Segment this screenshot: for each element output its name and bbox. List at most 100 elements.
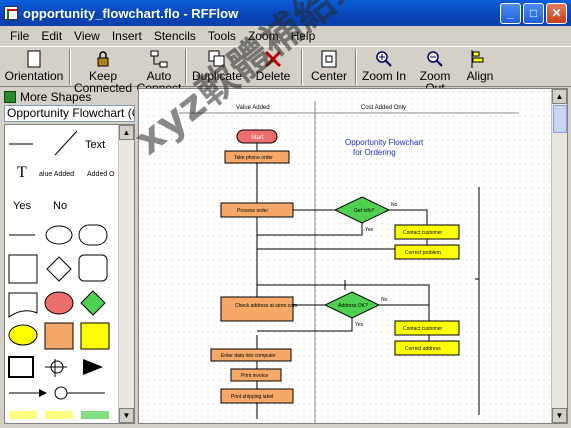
palette-node-shape <box>54 386 68 400</box>
palette-diagonal-shape <box>54 130 78 156</box>
menu-stencils[interactable]: Stencils <box>153 28 196 43</box>
orientation-button[interactable]: Orientation <box>0 47 68 86</box>
palette-rounded-shape <box>78 254 108 282</box>
menu-zoom[interactable]: Zoom <box>247 28 279 43</box>
palette-yes-label: Yes <box>13 200 31 212</box>
grid-background <box>139 89 551 423</box>
page-icon <box>25 50 43 68</box>
window-title: opportunity_flowchart.flo - RFFlow <box>23 5 239 21</box>
palette-value-label: alue Added <box>39 171 74 178</box>
palette-shapes: Text T alue Added Added O Yes No <box>8 130 115 419</box>
duplicate-button[interactable]: Duplicate <box>188 47 246 86</box>
auto-connect-button[interactable]: Auto Connect <box>134 47 184 94</box>
zoom-in-icon <box>375 50 393 68</box>
minimize-button[interactable]: _ <box>500 2 521 24</box>
menu-help[interactable]: Help <box>290 28 316 43</box>
yes-label: Yes <box>355 322 364 328</box>
address-yes-line <box>257 318 353 332</box>
more-shapes-button[interactable]: More Shapes <box>4 88 135 105</box>
toolbar: Orientation Keep Connected Auto Connect … <box>0 46 571 94</box>
palette-arrowhead-shape <box>39 389 47 397</box>
toolbar-separator <box>301 49 303 85</box>
chart-subheading: for Ordering <box>353 148 396 157</box>
scroll-down-icon[interactable]: ▼ <box>552 408 567 423</box>
menu-bar: File Edit View Insert Stencils Tools Zoo… <box>0 26 571 45</box>
contact-customer-label-2: Contact customer <box>403 326 443 332</box>
palette-green-bar-shape <box>81 411 109 419</box>
stencil-dropdown[interactable]: Opportunity Flowchart (Co <box>4 105 135 122</box>
align-button[interactable]: Align <box>460 47 500 86</box>
shape-palette: Text T alue Added Added O Yes No <box>4 124 135 424</box>
lock-icon <box>94 50 112 68</box>
zoom-out-button[interactable]: Zoom Out <box>410 47 460 94</box>
palette-terminator-shape <box>78 224 108 246</box>
toolbar-separator <box>185 49 187 85</box>
start-label: Start <box>251 135 264 141</box>
toolbar-separator <box>69 49 71 85</box>
take-phone-order-box <box>224 150 290 164</box>
menu-insert[interactable]: Insert <box>111 28 142 43</box>
lane-value-added: Value Added <box>236 105 270 111</box>
correct-address-label: Correct address <box>405 346 441 352</box>
print-label-label: Print shipping label <box>231 394 273 400</box>
menu-file[interactable]: File <box>10 28 30 43</box>
close-button[interactable]: ✕ <box>546 2 567 24</box>
get-info-decision <box>333 196 391 224</box>
scroll-thumb[interactable] <box>553 105 567 133</box>
print-invoice-box <box>230 368 282 382</box>
print-label-box <box>220 388 294 404</box>
yes-branch-line <box>257 223 363 236</box>
palette-yellow-square-shape <box>80 322 110 350</box>
scroll-up-icon[interactable]: ▲ <box>552 89 567 104</box>
palette-cross-shape <box>45 359 67 377</box>
keep-connected-button[interactable]: Keep Connected <box>72 47 134 94</box>
app-icon <box>4 6 18 20</box>
stencil-panel: More Shapes Opportunity Flowchart (Co Te… <box>4 88 135 424</box>
menu-tools[interactable]: Tools <box>207 28 236 43</box>
drawing-canvas[interactable]: Value Added Cost Added Only Opportunity … <box>138 88 568 424</box>
maximize-button[interactable]: □ <box>523 2 544 24</box>
scroll-up-icon[interactable]: ▲ <box>119 125 134 140</box>
address-ok-label: Address OK? <box>338 303 368 309</box>
palette-green-diamond-shape <box>80 290 106 316</box>
menu-view[interactable]: View <box>74 28 100 43</box>
lane-cost-added: Cost Added Only <box>361 105 406 111</box>
start-node <box>236 129 278 144</box>
palette-yellow-bar-shape <box>9 411 37 419</box>
no-label: No <box>391 202 398 208</box>
check-address-label: Check address at store.com <box>235 303 297 309</box>
enter-data-label: Enter data into computer <box>221 353 276 359</box>
toolbar-separator <box>355 49 357 85</box>
canvas-scrollbar[interactable]: ▲ ▼ <box>551 89 567 423</box>
contact-customer-label: Contact customer <box>403 230 443 236</box>
palette-ellipse-shape <box>45 225 73 245</box>
crosshair-cursor-icon <box>340 280 350 290</box>
palette-text-shape: Text <box>85 139 105 151</box>
palette-diamond-shape <box>46 256 72 282</box>
shapes-icon <box>4 90 16 103</box>
center-button[interactable]: Center <box>304 47 354 86</box>
menu-edit[interactable]: Edit <box>41 28 63 43</box>
palette-scrollbar[interactable]: ▲ ▼ <box>118 125 134 423</box>
scroll-down-icon[interactable]: ▼ <box>119 408 134 423</box>
palette-arrow-shape <box>83 359 103 375</box>
yes-label: Yes <box>365 227 374 233</box>
delete-button[interactable]: Delete <box>246 47 300 86</box>
get-info-label: Get info? <box>354 208 375 214</box>
palette-yellow-ellipse-shape <box>8 324 38 346</box>
palette-t-shape: T <box>17 164 27 181</box>
zoom-out-icon <box>426 50 444 68</box>
delete-x-icon <box>264 50 282 68</box>
palette-no-label: No <box>53 200 67 212</box>
zoom-in-button[interactable]: Zoom In <box>358 47 410 86</box>
correct-problem-label: Correct problem <box>405 250 441 256</box>
palette-shadow-box-shape <box>8 356 34 378</box>
contact-customer-box-2 <box>394 320 460 336</box>
contact-customer-box <box>394 224 460 240</box>
print-invoice-label: Print invoice <box>241 373 268 379</box>
align-icon <box>471 50 489 68</box>
duplicate-icon <box>208 50 226 68</box>
palette-cost-label: Added O <box>87 171 115 178</box>
center-icon <box>320 50 338 68</box>
palette-orange-square-shape <box>44 322 74 350</box>
